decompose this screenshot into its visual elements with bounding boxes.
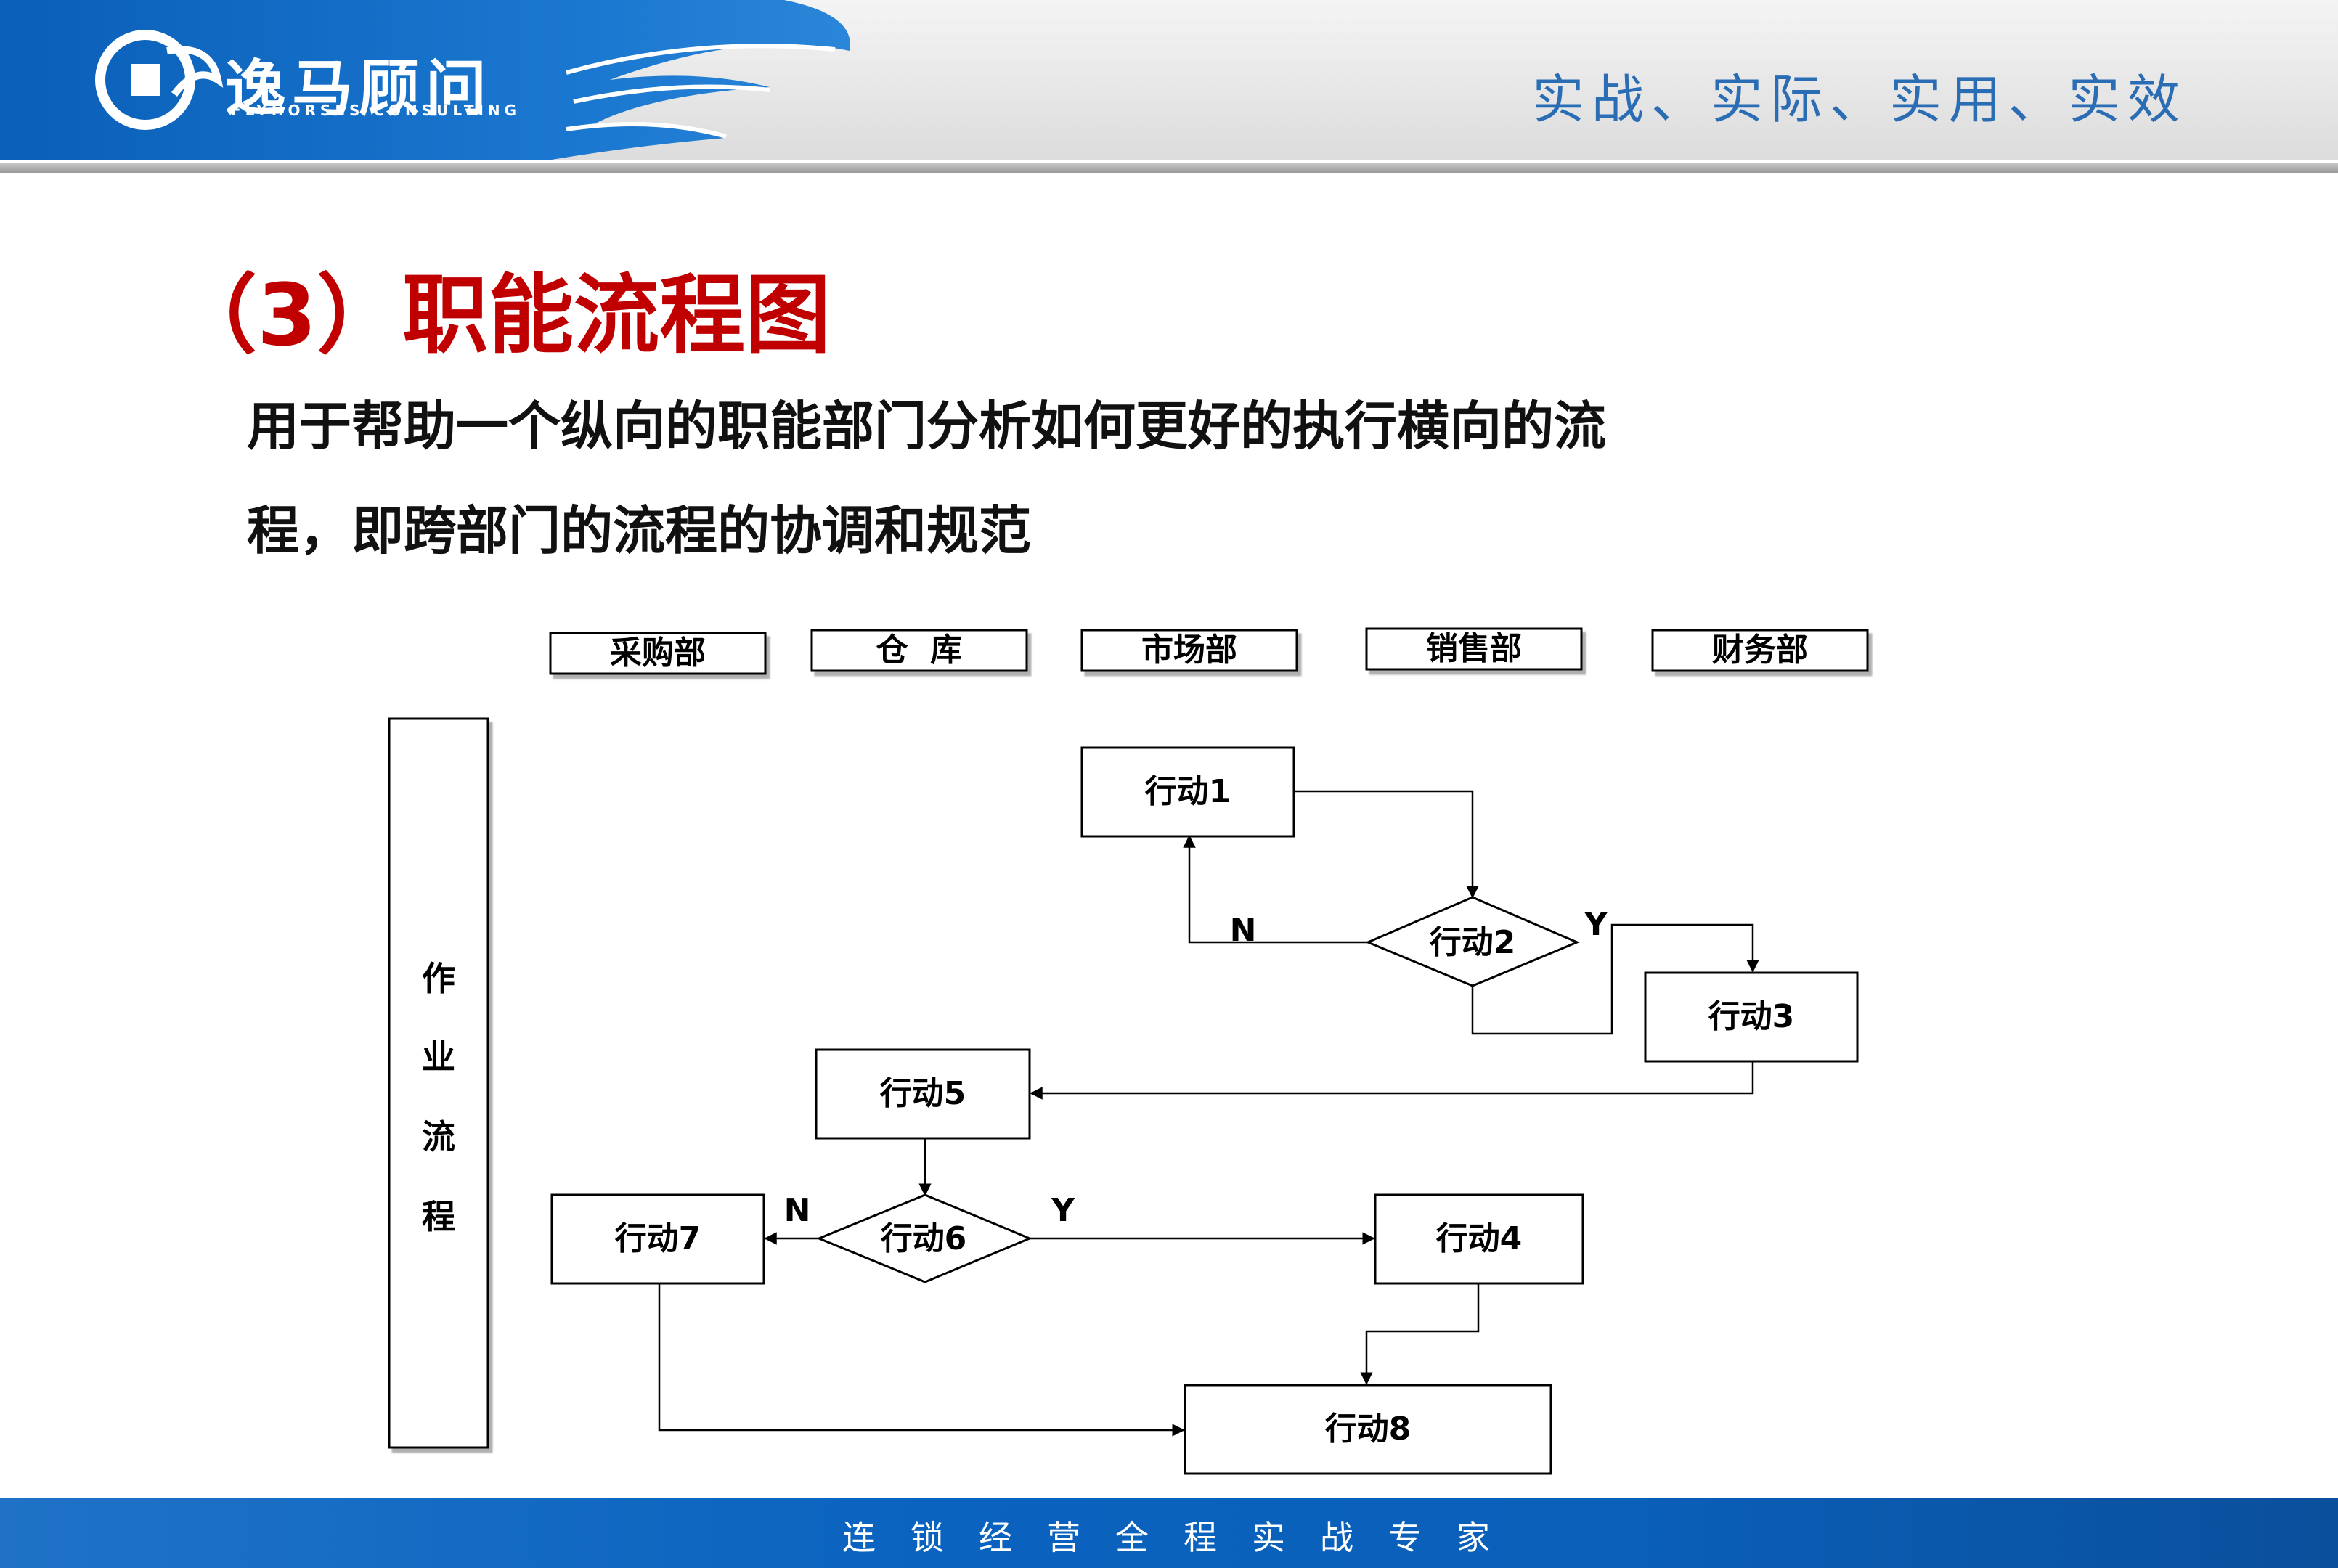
description-line-1: 用于帮助一个纵向的职能部门分析如何更好的执行横向的流 <box>247 396 1607 457</box>
department-header-warehouse: 仓 库 <box>810 629 1028 672</box>
node-action-8: 行动8 <box>1184 1384 1552 1475</box>
header-divider <box>0 163 2338 173</box>
department-label: 财务部 <box>1712 632 1808 669</box>
edge-a7-to-a8 <box>658 1283 1185 1437</box>
slogan: 实战、实际、实用、实效 <box>1532 69 2188 130</box>
department-label: 仓 库 <box>876 632 963 669</box>
node-action-3: 行动3 <box>1644 971 1859 1063</box>
logo-swoosh <box>0 0 850 160</box>
edge-label-a6-no: N <box>784 1192 811 1229</box>
node-label: 行动6 <box>881 1220 967 1257</box>
logo-subtext: FLYHORSES CONSULTING <box>231 102 521 119</box>
node-label: 行动4 <box>1436 1220 1523 1257</box>
logo-text: 逸马顾问 <box>225 52 493 124</box>
side-label-char: 业 <box>422 1037 455 1077</box>
node-label: 行动3 <box>1708 998 1795 1035</box>
description-line-2: 程，即跨部门的流程的协调和规范 <box>247 500 1032 561</box>
side-label-char: 程 <box>422 1197 455 1236</box>
edge-a2-no-to-a1 <box>1183 835 1368 944</box>
department-label: 销售部 <box>1426 630 1522 667</box>
edge-a1-to-a2 <box>1294 790 1479 899</box>
node-action-2-decision: 行动2 <box>1365 896 1580 987</box>
footer-text: 连锁经营全程实战专家 <box>842 1518 1525 1557</box>
department-header-purchasing: 采购部 <box>549 632 767 675</box>
edge-label-a2-yes: Y <box>1584 906 1608 943</box>
department-header-sales: 销售部 <box>1365 627 1583 671</box>
department-header-finance: 财务部 <box>1651 629 1869 672</box>
edge-label-a6-yes: Y <box>1051 1192 1075 1229</box>
node-label: 行动1 <box>1145 773 1231 810</box>
side-label-workflow: 作 业 流 程 <box>388 717 489 1449</box>
node-action-7: 行动7 <box>550 1193 765 1285</box>
department-header-marketing: 市场部 <box>1080 629 1298 672</box>
edge-label-a2-no: N <box>1230 912 1257 949</box>
edge-a2-yes-to-a3 <box>1471 923 1759 1035</box>
node-action-6-decision: 行动6 <box>816 1193 1032 1283</box>
department-label: 市场部 <box>1141 632 1237 669</box>
footer-bar <box>0 1498 2338 1568</box>
header-bar: 逸马顾问 FLYHORSES CONSULTING 实战、实际、实用、实效 <box>0 0 2338 160</box>
node-label: 行动8 <box>1325 1410 1412 1447</box>
edge-a4-to-a8 <box>1360 1283 1480 1385</box>
node-action-5: 行动5 <box>815 1048 1031 1140</box>
node-label: 行动2 <box>1430 924 1516 961</box>
side-label-char: 流 <box>422 1117 455 1156</box>
edge-a3-to-a5 <box>1030 1061 1754 1100</box>
node-label: 行动7 <box>615 1220 701 1257</box>
department-label: 采购部 <box>610 634 706 671</box>
node-label: 行动5 <box>880 1075 966 1112</box>
side-label-char: 作 <box>422 959 455 998</box>
node-action-1: 行动1 <box>1080 746 1295 838</box>
page-title: （3）职能流程图 <box>171 265 831 365</box>
node-action-4: 行动4 <box>1374 1193 1584 1285</box>
